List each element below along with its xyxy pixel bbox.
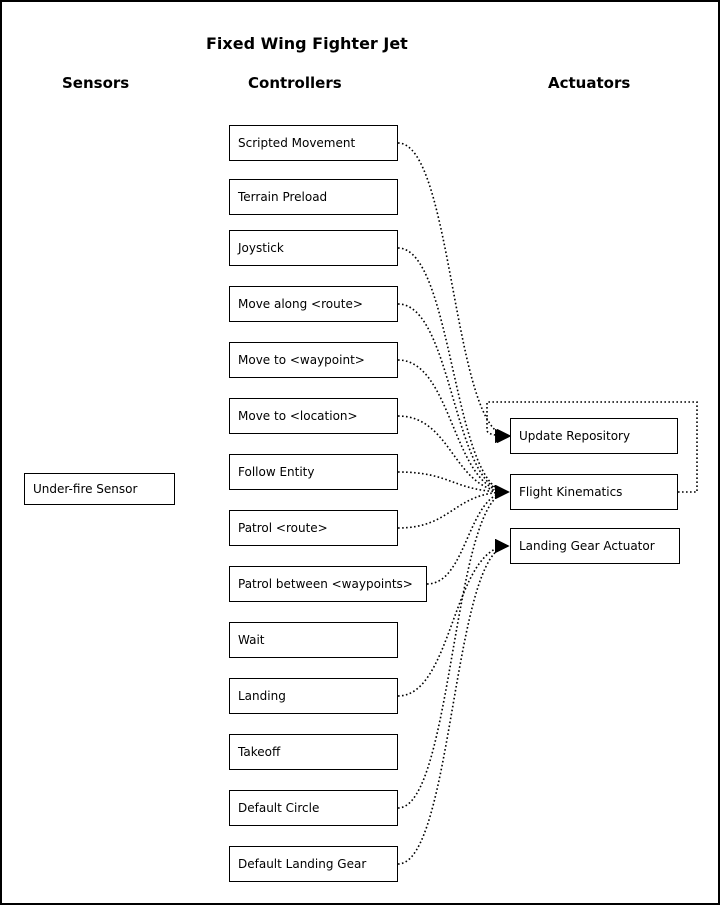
edge-follow-entity-to-flight-kinematics <box>397 471 510 500</box>
controller-node-default-landing-gear[interactable]: Default Landing Gear <box>229 846 398 882</box>
controller-node-scripted-movement[interactable]: Scripted Movement <box>229 125 398 161</box>
controller-node-patrol-between-waypoints[interactable]: Patrol between <waypoints> <box>229 566 427 602</box>
diagram-title: Fixed Wing Fighter Jet <box>206 34 408 53</box>
edge-patrol-route-to-flight-kinematics <box>397 484 510 529</box>
edge-joystick-to-flight-kinematics <box>397 247 510 500</box>
controller-node-follow-entity[interactable]: Follow Entity <box>229 454 398 490</box>
edge-patrol-between-waypoints-to-flight-kinematics <box>426 484 510 585</box>
controller-node-move-along-route[interactable]: Move along <route> <box>229 286 398 322</box>
controllers-column-heading: Controllers <box>248 74 342 92</box>
controller-node-move-to-waypoint[interactable]: Move to <waypoint> <box>229 342 398 378</box>
controller-node-terrain-preload[interactable]: Terrain Preload <box>229 179 398 215</box>
controller-node-wait[interactable]: Wait <box>229 622 398 658</box>
edge-flight-kinematics-to-update-repository <box>486 401 698 493</box>
edge-move-along-route-to-flight-kinematics <box>397 303 510 500</box>
actuators-column-heading: Actuators <box>548 74 631 92</box>
controller-node-move-to-location[interactable]: Move to <location> <box>229 398 398 434</box>
edge-default-circle-to-flight-kinematics <box>397 484 510 809</box>
sensors-column-heading: Sensors <box>62 74 130 92</box>
actuator-node-update-repository[interactable]: Update Repository <box>510 418 678 454</box>
edge-landing-to-landing-gear-actuator <box>397 538 510 697</box>
sensor-node-under-fire-sensor[interactable]: Under-fire Sensor <box>24 473 175 505</box>
edge-scripted-movement-to-update-repository <box>397 142 510 444</box>
actuator-node-flight-kinematics[interactable]: Flight Kinematics <box>510 474 678 510</box>
controller-node-landing[interactable]: Landing <box>229 678 398 714</box>
controller-node-joystick[interactable]: Joystick <box>229 230 398 266</box>
controller-node-patrol-route[interactable]: Patrol <route> <box>229 510 398 546</box>
controller-node-default-circle[interactable]: Default Circle <box>229 790 398 826</box>
controller-node-takeoff[interactable]: Takeoff <box>229 734 398 770</box>
actuator-node-landing-gear-actuator[interactable]: Landing Gear Actuator <box>510 528 680 564</box>
